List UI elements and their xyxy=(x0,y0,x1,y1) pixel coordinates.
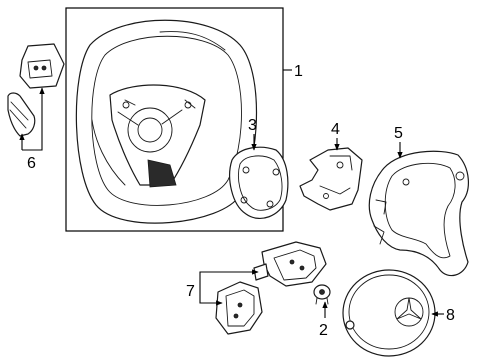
wheel-switches[interactable] xyxy=(215,241,327,335)
callout-5: 5 xyxy=(394,125,403,142)
callout-3: 3 xyxy=(248,117,257,134)
callout-7: 7 xyxy=(186,283,195,300)
callout-6: 6 xyxy=(27,155,36,172)
trim-screw[interactable] xyxy=(313,284,331,305)
callout-4: 4 xyxy=(331,121,340,138)
shift-paddles[interactable] xyxy=(7,43,65,137)
three-pointed-star-icon xyxy=(394,297,424,327)
callout-1: 1 xyxy=(294,63,303,80)
mounting-bracket[interactable] xyxy=(299,147,363,211)
airbag-module[interactable] xyxy=(342,269,436,357)
callout-2: 2 xyxy=(319,322,328,339)
callout-8: 8 xyxy=(446,307,455,324)
trim-cover[interactable] xyxy=(368,150,469,277)
contact-ring[interactable] xyxy=(229,146,289,219)
wheel-group-frame xyxy=(65,7,284,232)
leader-7 xyxy=(199,269,259,290)
steering-wheel[interactable] xyxy=(75,19,258,224)
